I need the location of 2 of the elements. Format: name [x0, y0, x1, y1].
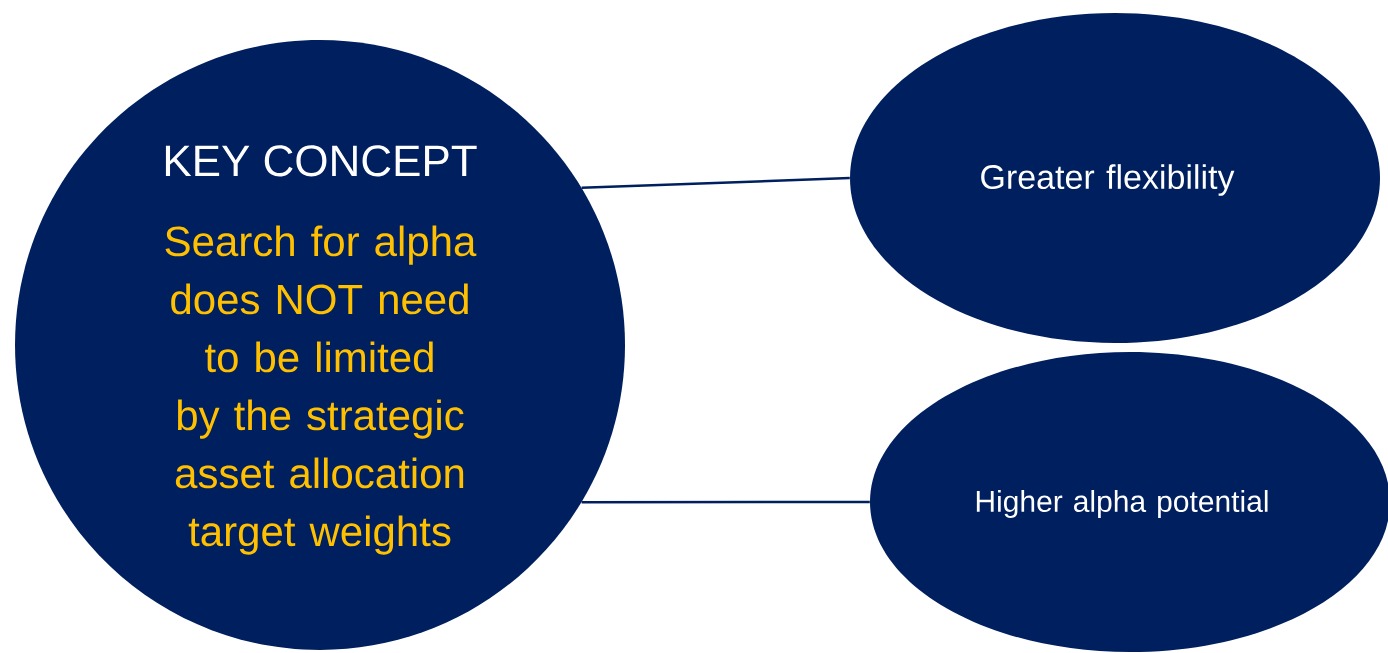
connector-line [581, 500, 870, 504]
connector-line [581, 176, 850, 190]
